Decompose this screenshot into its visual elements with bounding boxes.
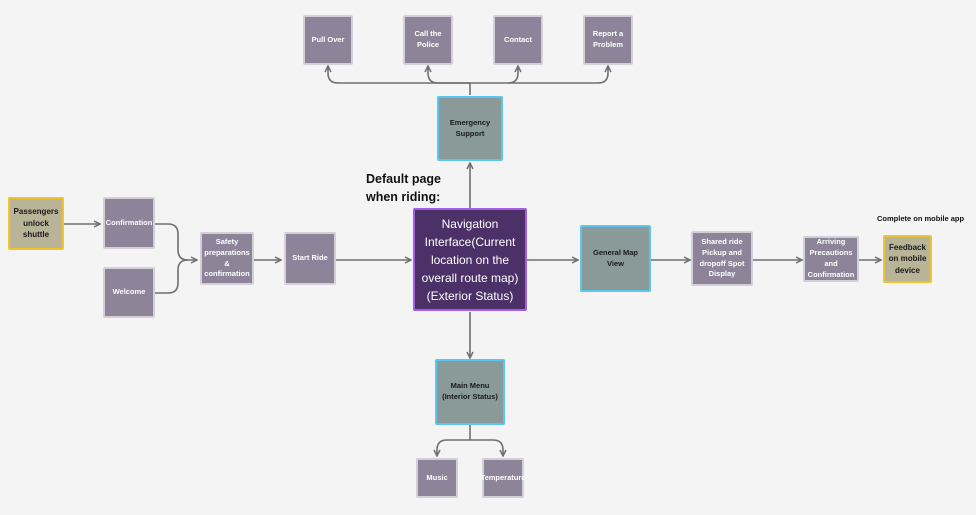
- node-passengers-unlock: Passengers unlock shuttle: [8, 197, 64, 250]
- node-temperature: Temperature: [481, 458, 525, 498]
- node-contact: Contact: [493, 15, 543, 65]
- edge-confirmation-to-safety: [155, 223, 197, 260]
- node-music: Music: [416, 458, 458, 498]
- node-feedback-mobile: Feedback on mobile device: [883, 235, 932, 283]
- edge-emergency-to-pullover: [328, 66, 471, 95]
- edge-emergency-to-police: [428, 66, 470, 84]
- node-safety-preparations: Safety preparations & confirmation: [200, 232, 254, 285]
- node-report-problem: Report a Problem: [583, 15, 633, 65]
- node-general-map-view: General Map View: [580, 225, 651, 292]
- complete-on-mobile-label: Complete on mobile app: [877, 214, 965, 223]
- node-arriving-precautions: Arriving Precautions and Confirmation: [803, 236, 859, 282]
- node-confirmation: Confirmation: [103, 197, 155, 249]
- edge-emergency-to-contact: [470, 66, 518, 84]
- node-welcome: Welcome: [103, 267, 155, 318]
- node-call-police: Call the Police: [403, 15, 453, 65]
- node-pull-over: Pull Over: [303, 15, 353, 65]
- default-page-label: Default page when riding:: [366, 172, 442, 205]
- node-start-ride: Start Ride: [284, 232, 336, 285]
- edge-menu-to-temperature: [470, 439, 503, 456]
- edge-emergency-to-report: [508, 66, 608, 84]
- node-shared-ride-display: Shared ride Pickup and dropoff Spot Disp…: [691, 231, 753, 286]
- node-main-menu: Main Menu (Interior Status): [435, 359, 505, 425]
- node-navigation-interface: Navigation Interface(Current location on…: [413, 208, 527, 311]
- edge-menu-to-music: [437, 424, 471, 456]
- node-emergency-support: Emergency Support: [437, 96, 503, 161]
- edge-welcome-to-safety: [155, 259, 189, 294]
